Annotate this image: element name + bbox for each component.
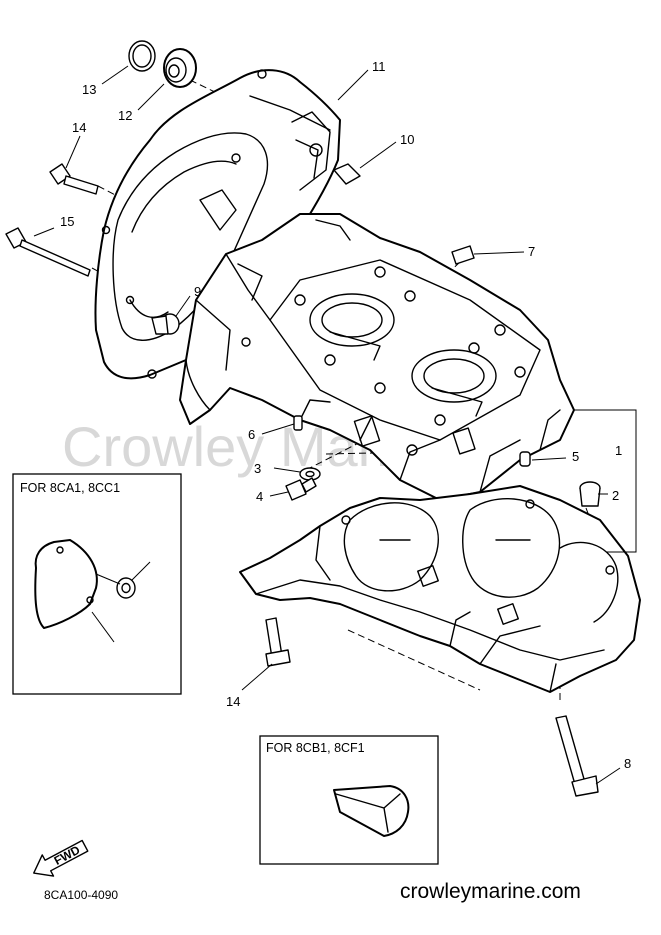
callout-11: 11 [372,59,386,74]
callout-13: 13 [82,82,96,97]
pin-10 [333,163,361,185]
callout-1: 1 [615,443,622,458]
inset-8ca1-title: FOR 8CA1, 8CC1 [20,481,120,495]
crankcase-upper [179,213,575,501]
bolt-14-lower [265,617,291,667]
pin-6 [293,415,303,431]
bolt-8 [555,715,599,797]
inset-8cb1-title: FOR 8CB1, 8CF1 [266,741,365,755]
plate-17 [333,785,410,837]
callout-14-upper: 14 [72,120,86,135]
callout-15: 15 [60,214,74,229]
inset-8ca1-8cc1: FOR 8CA1, 8CC1 [12,473,182,695]
plug-2 [579,481,601,507]
callout-14-lower: 14 [226,694,240,709]
bearing-12 [163,48,197,88]
callout-4: 4 [256,489,263,504]
callout-8: 8 [624,756,631,771]
crankcase-lower [239,485,641,693]
callout-6: 6 [248,427,255,442]
inset-8cb1-8cf1: FOR 8CB1, 8CF1 [259,735,439,865]
website-text: crowleymarine.com [400,880,581,903]
diagram-code: 8CA100-4090 [44,888,118,902]
bolt-14-upper [49,163,99,195]
callout-5: 5 [572,449,579,464]
stud-7 [451,245,475,265]
pin-5 [519,451,531,467]
callout-12: 12 [118,108,132,123]
cover-plate-16 [34,539,98,629]
callout-7: 7 [528,244,535,259]
callout-10: 10 [400,132,414,147]
callout-3: 3 [254,461,261,476]
callout-9: 9 [194,284,201,299]
fwd-arrow-icon: FWD [33,839,89,877]
bolt-4 [285,477,317,501]
callout-2: 2 [612,488,619,503]
washer-3 [299,467,321,481]
bolt-15 [5,227,91,277]
dowel-9 [151,313,180,335]
nut-18 [116,577,136,599]
